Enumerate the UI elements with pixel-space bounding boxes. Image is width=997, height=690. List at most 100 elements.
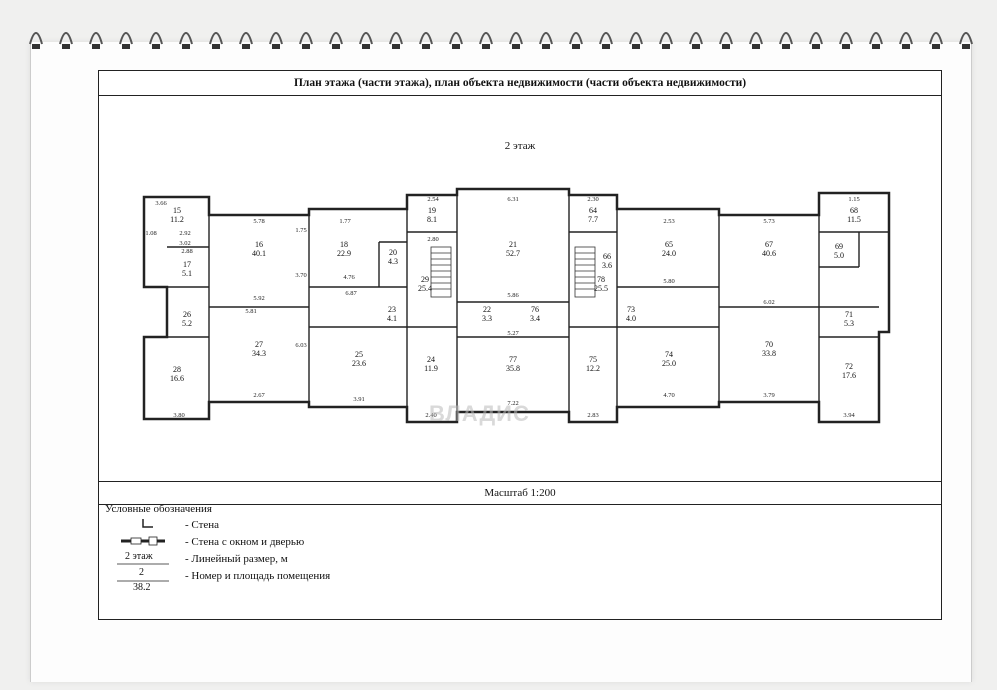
legend-title: Условные обозначения [105,503,212,515]
dimension-label: 3.70 [295,272,306,279]
wall-symbol-icon [142,519,153,528]
room-area: 25.0 [662,359,676,368]
room-number: 64 [589,206,597,215]
room-area: 5.1 [182,269,192,278]
dimension-label: 1.75 [295,227,306,234]
room-number: 19 [428,206,436,215]
room-area: 4.1 [387,314,397,323]
room-number: 25 [355,350,363,359]
room-number: 77 [509,355,517,364]
dimension-label: 2.67 [253,392,265,399]
dimension-label: 5.27 [507,330,519,337]
watermark: ВЛАДИС [429,401,530,426]
wall-window-door-icon [121,536,165,546]
room-area: 16.6 [170,374,184,383]
room-number: 75 [589,355,597,364]
dimension-label: 5.73 [763,218,774,225]
floor-label: 2 этаж [504,140,536,152]
legend-room-number-sample: 2 [139,567,144,578]
room-number: 18 [340,240,348,249]
legend-item-wall: - Стена [185,519,220,531]
room-area: 33.8 [762,349,776,358]
room-area: 8.1 [427,215,437,224]
dimension-label: 6.87 [345,290,357,297]
spiral-binding [29,32,973,49]
floor-plan: 15 11.2 16 40.1 17 5.1 18 22.9 19 8.1 20… [142,187,891,424]
room-number: 74 [665,350,673,359]
dimension-label: 3.80 [173,412,184,419]
room-area: 24.0 [662,249,676,258]
dimension-line-icon [117,563,169,565]
room-number: 16 [255,240,263,249]
room-area: 11.2 [170,215,184,224]
dimension-label: 4.76 [343,274,355,281]
room-area: 52.7 [506,249,520,258]
dimension-label: 4.70 [663,392,674,399]
fraction-line-icon [117,580,169,582]
dimension-label: 2.30 [587,196,598,203]
legend-item-dimension: - Линейный размер, м [185,553,288,565]
room-number: 28 [173,365,181,374]
room-number: 67 [765,240,773,249]
room-area: 7.7 [588,215,598,224]
room-area: 3.6 [602,261,612,270]
room-number: 23 [388,305,396,314]
room-number: 24 [427,355,435,364]
room-number: 71 [845,310,853,319]
room-area: 34.3 [252,349,266,358]
legend: Условные обозначения - Стена - Стена с о… [105,503,505,613]
dimension-label: 3.02 [179,240,190,247]
room-number: 15 [173,206,181,215]
room-area: 25.4 [418,284,432,293]
dimension-label: 2.83 [587,412,598,419]
dimension-label: 5.80 [663,278,674,285]
legend-dimension-sample: 2 этаж [125,551,153,562]
room-area: 35.8 [506,364,520,373]
dimension-label: 2.80 [427,236,438,243]
room-area: 23.6 [352,359,366,368]
dimension-label: 5.92 [253,295,264,302]
room-number: 21 [509,240,517,249]
room-area: 25.5 [594,284,608,293]
room-area: 11.9 [424,364,438,373]
dimension-label: 6.03 [295,342,306,349]
room-area: 40.6 [762,249,776,258]
room-number: 70 [765,340,773,349]
room-area: 3.4 [530,314,540,323]
room-area: 4.3 [388,257,398,266]
dimension-label: 7.22 [507,400,518,407]
dimension-label: 2.88 [181,248,192,255]
room-number: 76 [531,305,539,314]
room-number: 78 [597,275,605,284]
dimension-label: 3.79 [763,392,774,399]
room-number: 20 [389,248,397,257]
dimension-label: 6.02 [763,299,774,306]
room-number: 29 [421,275,429,284]
room-area: 17.6 [842,371,856,380]
room-area: 40.1 [252,249,266,258]
dimension-label: 3.91 [353,396,364,403]
room-number: 22 [483,305,491,314]
dimension-label: 1.08 [145,230,156,237]
room-number: 69 [835,242,843,251]
room-number: 26 [183,310,191,319]
room-number: 73 [627,305,635,314]
scale-label: Масштаб 1:200 [99,481,941,505]
room-area: 22.9 [337,249,351,258]
room-area: 12.2 [586,364,600,373]
dimension-label: 2.53 [663,218,674,225]
room-number: 27 [255,340,263,349]
dimension-label: 2.92 [179,230,190,237]
legend-item-room: - Номер и площадь помещения [185,570,331,582]
room-area: 5.2 [182,319,192,328]
legend-room-area-sample: 38.2 [133,582,151,593]
document-title: План этажа (части этажа), план объекта н… [99,71,941,96]
dimension-label: 1.15 [848,196,859,203]
room-number: 65 [665,240,673,249]
room-area: 5.0 [834,251,844,260]
dimension-label: 1.77 [339,218,351,225]
dimension-label: 3.94 [843,412,855,419]
plan-frame: План этажа (части этажа), план объекта н… [98,70,942,620]
room-number: 66 [603,252,611,261]
dimension-label: 5.86 [507,292,519,299]
